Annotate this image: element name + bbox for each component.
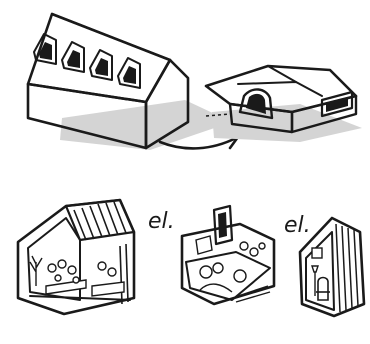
transformed-house (206, 66, 362, 142)
section-2-plants (200, 263, 246, 292)
tree-icon (30, 256, 42, 286)
section-1-base (18, 298, 64, 314)
barn-ridge (52, 14, 170, 60)
picture-frame-icon (312, 248, 322, 258)
section-house-dining (18, 200, 134, 314)
section-2-mast-window (218, 212, 227, 238)
house-ridge (238, 82, 322, 96)
dormer-3-window (95, 58, 108, 76)
connector-text-1: el. (148, 209, 175, 234)
section-house-garden (182, 206, 274, 304)
house-shadow (212, 104, 362, 142)
dormer-4-window (123, 66, 136, 84)
barn-with-dormers (28, 14, 232, 150)
armchair-icon (316, 278, 330, 301)
section-3-stripes (336, 224, 358, 312)
dining-people (46, 260, 124, 296)
dormer-2-window (67, 50, 80, 68)
section-2-cutaway (186, 252, 270, 300)
connector-text-2: el. (284, 213, 311, 238)
